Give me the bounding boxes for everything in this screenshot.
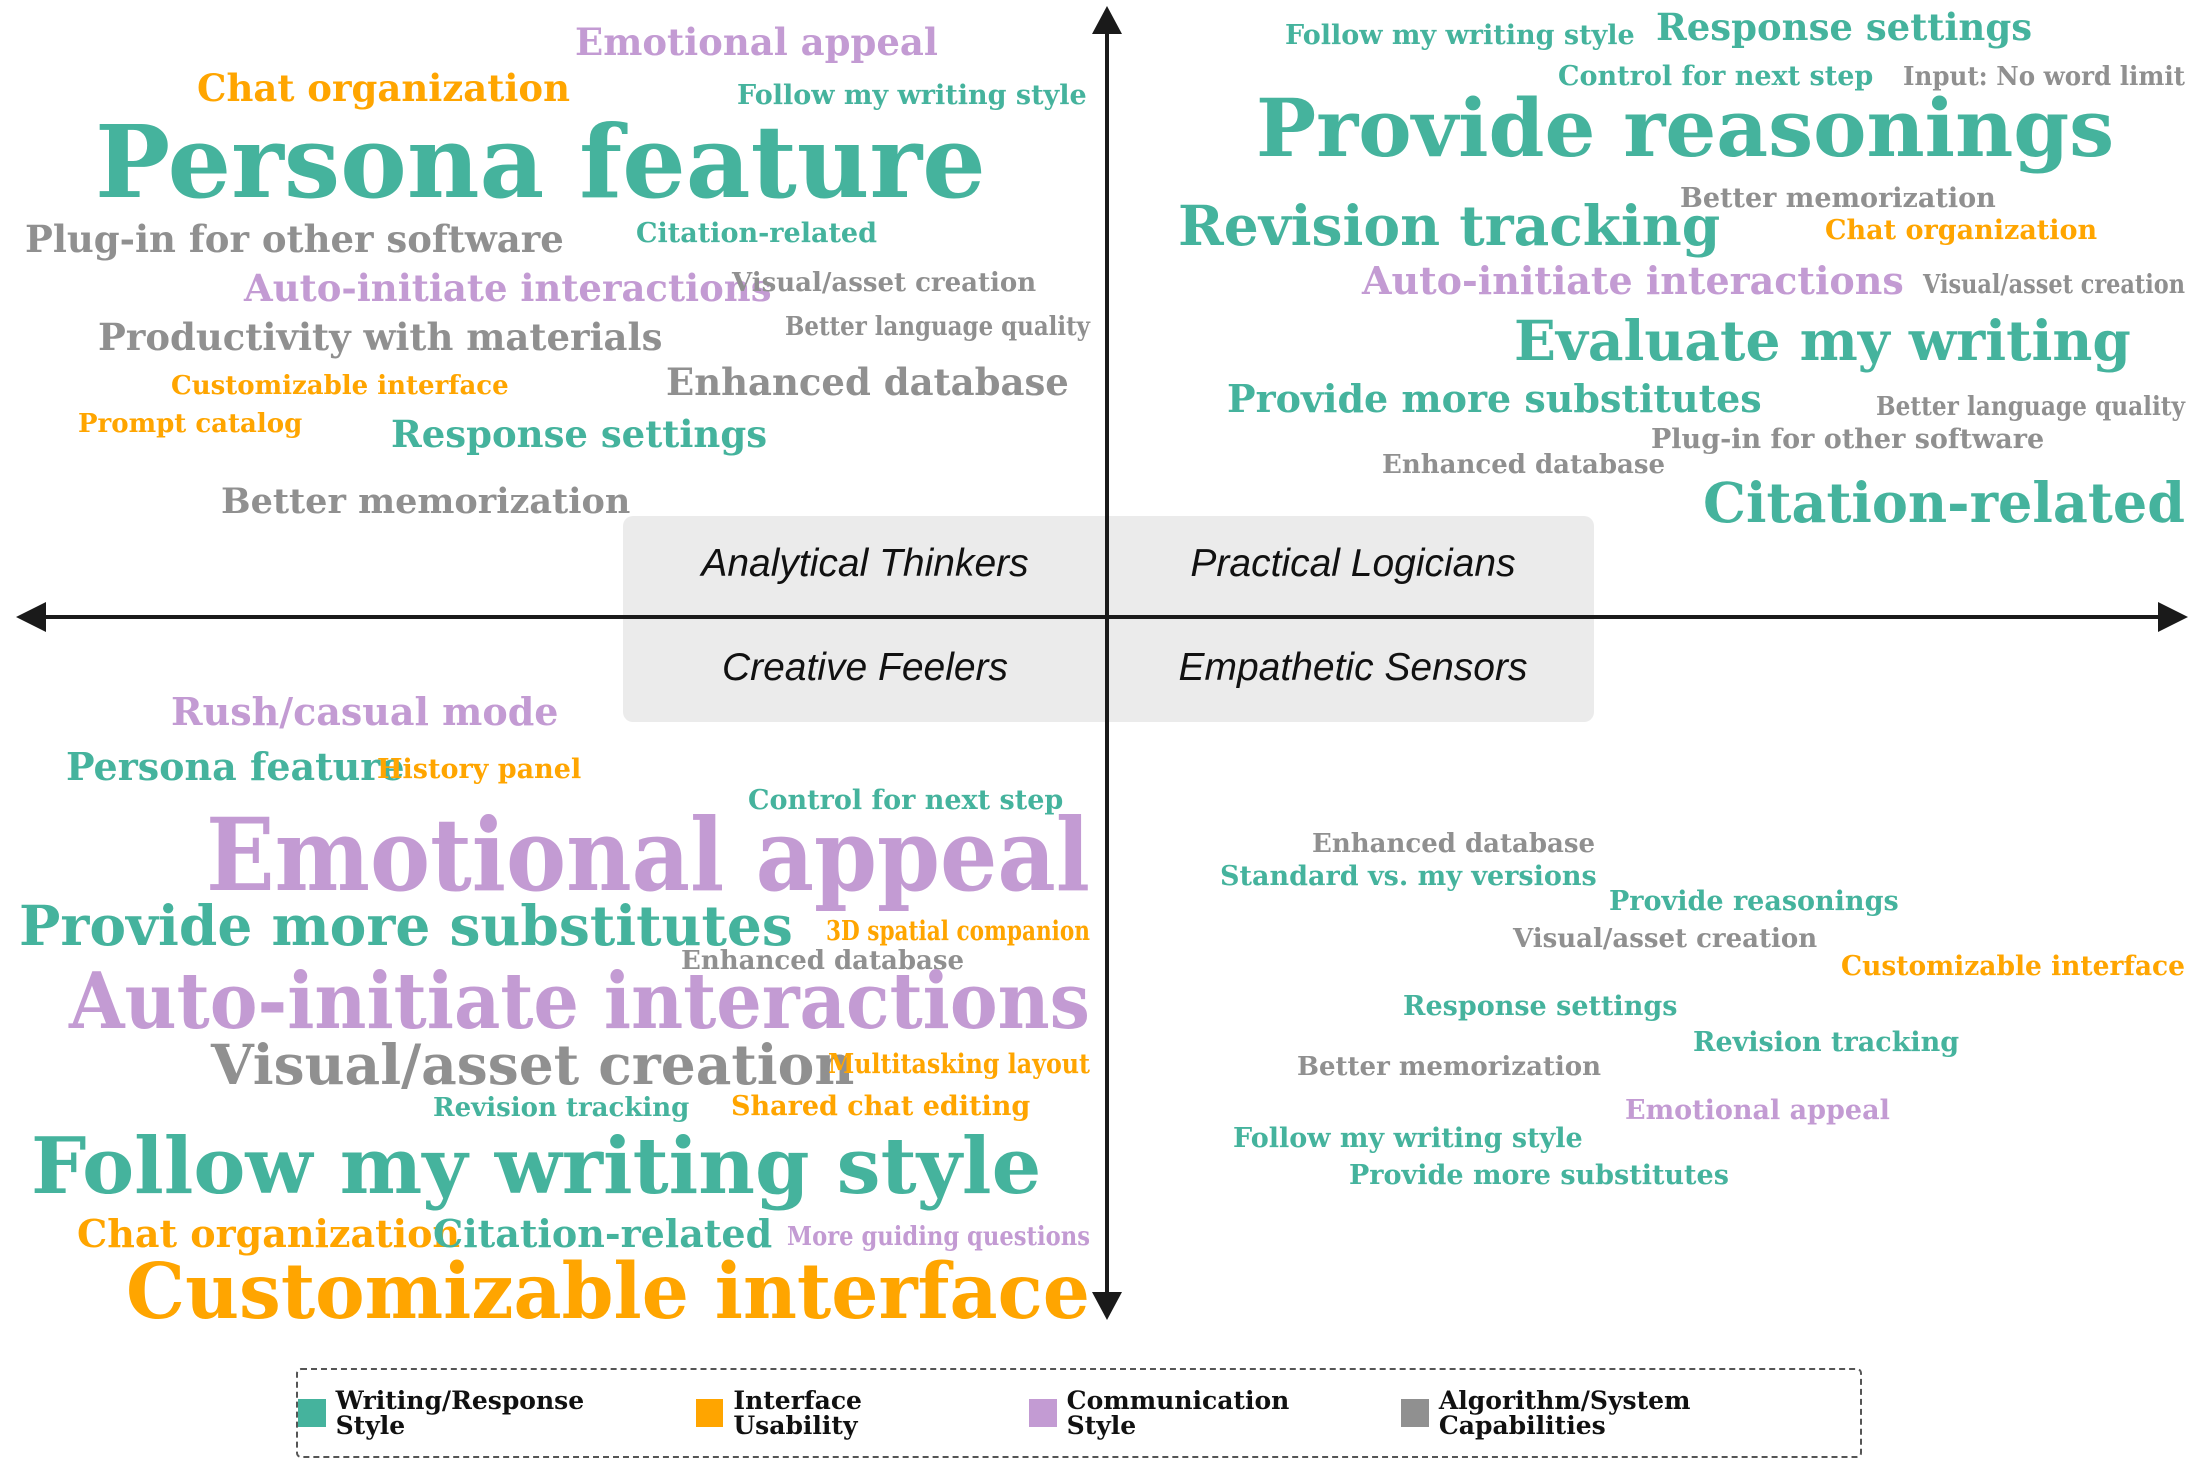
word-bottom-left: Customizable interface xyxy=(126,1246,1090,1337)
word-top-right: Response settings xyxy=(1656,5,2033,50)
word-top-left: Plug-in for other software xyxy=(25,217,564,262)
legend-item-communication: Communication Style xyxy=(1029,1388,1363,1438)
word-top-right: Control for next step xyxy=(1558,60,1874,92)
word-bottom-left: Persona feature xyxy=(66,744,405,790)
word-top-right: Provide more substitutes xyxy=(1227,376,1762,422)
word-bottom-left: Provide more substitutes xyxy=(19,893,793,959)
word-bottom-right: Follow my writing style xyxy=(1233,1122,1583,1154)
axis-arrow-right xyxy=(2158,602,2188,632)
word-top-right: Evaluate my writing xyxy=(1514,308,2131,374)
word-top-left: Response settings xyxy=(391,412,768,457)
legend-swatch-communication xyxy=(1029,1399,1057,1427)
word-top-right: Enhanced database xyxy=(1382,449,1666,480)
legend-label: Algorithm/System Capabilities xyxy=(1438,1386,1691,1440)
quadrant-label-top-left: Analytical Thinkers xyxy=(701,542,1029,585)
word-bottom-left: Rush/casual mode xyxy=(171,689,559,735)
word-bottom-left: Chat organization xyxy=(77,1211,461,1257)
legend-item-interface: Interface Usability xyxy=(695,1386,991,1440)
word-bottom-left: Revision tracking xyxy=(433,1092,690,1123)
word-top-left: Customizable interface xyxy=(171,370,509,401)
word-top-right: Better memorization xyxy=(1680,182,1996,214)
word-bottom-left: Enhanced database xyxy=(681,945,965,976)
legend-swatch-writing xyxy=(298,1399,326,1427)
word-bottom-left: Emotional appeal xyxy=(206,796,1090,914)
word-bottom-left: More guiding questions xyxy=(787,1221,1090,1252)
word-top-right: Revision tracking xyxy=(1178,193,1721,259)
legend-item-algorithm: Algorithm/System Capabilities xyxy=(1401,1388,1860,1438)
word-bottom-right: Better memorization xyxy=(1297,1051,1602,1082)
quadrant-label-top-right: Practical Logicians xyxy=(1190,542,1516,585)
word-bottom-right: Customizable interface xyxy=(1841,950,2185,982)
axis-arrow-up xyxy=(1092,6,1122,34)
legend-label: Writing/Response Style xyxy=(335,1386,585,1440)
word-bottom-right: Standard vs. my versions xyxy=(1220,860,1597,892)
legend-label: Communication Style xyxy=(1066,1386,1290,1440)
word-top-right: Follow my writing style xyxy=(1285,19,1635,51)
word-bottom-left: Auto-initiate interactions xyxy=(69,956,1090,1048)
word-bottom-left: Control for next step xyxy=(748,784,1064,816)
word-top-left: Citation-related xyxy=(636,217,877,249)
word-top-left: Chat organization xyxy=(197,66,570,111)
word-top-left: Visual/asset creation xyxy=(732,267,1037,298)
word-bottom-right: Response settings xyxy=(1403,990,1678,1022)
word-top-right: Chat organization xyxy=(1825,214,2098,246)
legend: Writing/Response Style Interface Usabili… xyxy=(296,1368,1862,1458)
legend-swatch-interface xyxy=(695,1399,724,1427)
word-top-left: Productivity with materials xyxy=(98,315,663,360)
word-top-right: Citation-related xyxy=(1703,470,2185,536)
word-top-left: Emotional appeal xyxy=(575,20,938,65)
word-bottom-right: Visual/asset creation xyxy=(1513,923,1818,954)
word-bottom-right: Enhanced database xyxy=(1312,828,1596,859)
word-top-right: Input: No word limit xyxy=(1903,61,2185,92)
quadrant-label-bottom-left: Creative Feelers xyxy=(721,646,1009,689)
legend-swatch-algorithm xyxy=(1401,1399,1429,1427)
word-top-right: Provide reasonings xyxy=(1256,80,2115,175)
word-bottom-left: History panel xyxy=(377,753,582,785)
word-top-left: Auto-initiate interactions xyxy=(244,266,772,311)
word-top-left: Better memorization xyxy=(221,480,631,522)
word-top-right: Auto-initiate interactions xyxy=(1362,258,1904,304)
axis-arrow-down xyxy=(1092,1292,1122,1320)
word-top-left: Persona feature xyxy=(95,103,986,221)
legend-item-writing: Writing/Response Style xyxy=(298,1388,658,1438)
word-top-left: Enhanced database xyxy=(666,360,1069,405)
word-top-left: Follow my writing style xyxy=(737,79,1087,111)
word-top-left: Better language quality xyxy=(785,311,1090,342)
word-top-right: Plug-in for other software xyxy=(1651,423,2045,455)
word-bottom-right: Provide more substitutes xyxy=(1349,1159,1729,1191)
word-bottom-left: Visual/asset creation xyxy=(211,1032,855,1098)
word-bottom-left: Citation-related xyxy=(433,1211,773,1257)
word-bottom-left: Shared chat editing xyxy=(731,1090,1031,1122)
word-bottom-left: Multitasking layout xyxy=(828,1048,1090,1080)
word-bottom-right: Emotional appeal xyxy=(1625,1094,1890,1126)
legend-label: Interface Usability xyxy=(733,1386,862,1440)
word-bottom-right: Revision tracking xyxy=(1693,1026,1960,1058)
word-top-left: Prompt catalog xyxy=(78,408,303,439)
quadrant-label-bottom-right: Empathetic Sensors xyxy=(1178,646,1528,689)
word-bottom-right: Provide reasonings xyxy=(1609,885,1899,917)
word-top-right: Visual/asset creation xyxy=(1923,269,2185,300)
word-bottom-left: Follow my writing style xyxy=(31,1121,1042,1213)
word-top-right: Better language quality xyxy=(1876,391,2185,422)
axis-arrow-left xyxy=(16,602,46,632)
word-bottom-left: 3D spatial companion xyxy=(826,915,1090,947)
